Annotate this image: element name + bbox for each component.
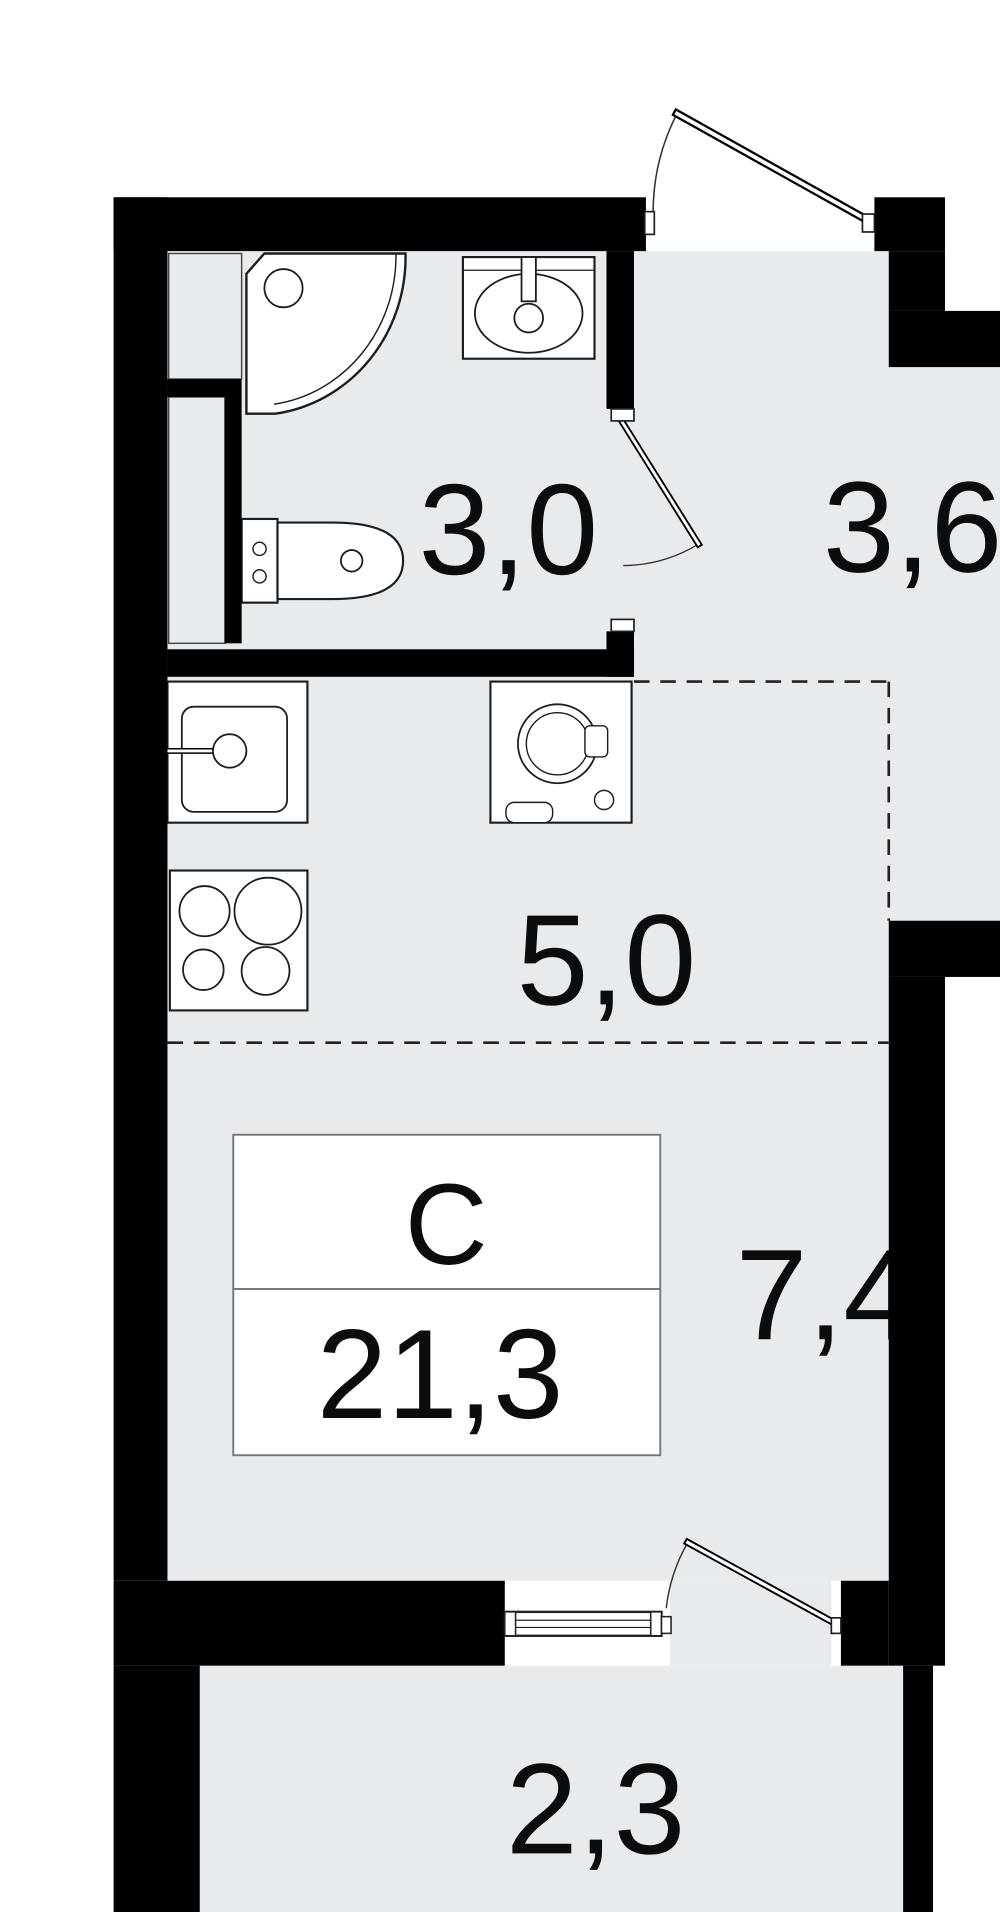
- door-jamb: [861, 213, 876, 233]
- area-label-living-room: 7,4: [736, 1223, 916, 1367]
- flush-button: [340, 549, 364, 573]
- shower-drain: [263, 268, 304, 309]
- wall-shaft-side: [224, 396, 242, 644]
- wall-right-stub: [888, 251, 945, 311]
- openings: [503, 107, 876, 1637]
- entrance-door-arc: [652, 113, 678, 212]
- washing-machine: [489, 680, 633, 824]
- door-jamb: [643, 210, 656, 236]
- bathroom-sink: [461, 256, 596, 360]
- window-jamb: [660, 1615, 672, 1635]
- window-cap: [649, 1611, 663, 1637]
- entrance-door: [643, 107, 876, 236]
- wall-balcony-left-pier: [113, 1580, 505, 1666]
- unit-type-label: С: [405, 1161, 488, 1289]
- area-label-hallway: 3,6: [823, 456, 1000, 600]
- door-jamb: [830, 1617, 842, 1635]
- wall-right-step-lower: [888, 920, 1000, 977]
- kitchen-sink: [145, 680, 309, 824]
- window: [503, 1610, 672, 1637]
- bathroom-door: [610, 408, 704, 633]
- balcony-door-arc: [665, 1542, 689, 1609]
- zone-dashed-lines: [167, 680, 891, 1045]
- shower-tray: [245, 252, 407, 415]
- burner: [233, 876, 303, 946]
- wall-balcony-right-pier: [840, 1580, 889, 1666]
- area-label-balcony: 2,3: [506, 1737, 686, 1881]
- walls: [113, 197, 1000, 1912]
- wall-top: [113, 197, 646, 252]
- wall-right-step-upper: [888, 310, 1000, 368]
- bathroom-door-arc: [623, 543, 699, 567]
- unit-card-box: [232, 1133, 662, 1457]
- wall-entrance-right: [874, 197, 945, 252]
- window-cap: [504, 1611, 517, 1637]
- wall-right-lower: [888, 976, 945, 1666]
- wall-bathroom-bottom: [167, 649, 634, 677]
- door-jamb: [610, 618, 635, 633]
- area-label-bathroom: 3,0: [419, 458, 599, 602]
- door-jamb: [610, 408, 635, 422]
- wall-shaft-separator: [167, 379, 242, 397]
- unit-total-area: 21,3: [317, 1303, 564, 1445]
- area-labels: 3,0 3,6 5,0 7,4 2,3: [419, 456, 1000, 1882]
- balcony-door-threshold: [669, 1580, 832, 1666]
- wall-left-balcony: [113, 1665, 200, 1912]
- stove: [168, 869, 309, 1012]
- toilet: [240, 517, 405, 604]
- toilet-tank: [240, 517, 279, 604]
- balcony-door: [665, 1537, 842, 1635]
- wall-balcony-right: [903, 1665, 934, 1912]
- balcony-floor: [199, 1665, 904, 1912]
- burner: [182, 948, 225, 991]
- fixtures: [145, 252, 633, 1012]
- sink-faucet: [520, 256, 537, 303]
- wall-left: [113, 197, 168, 1581]
- duct-shaft-lower: [167, 396, 226, 645]
- washer-knob: [593, 789, 615, 811]
- burner: [178, 885, 231, 938]
- unit-card: С 21,3: [232, 1133, 662, 1457]
- kitchen-faucet-knob: [212, 733, 248, 769]
- duct-shaft-upper: [167, 252, 243, 380]
- area-label-kitchen: 5,0: [517, 888, 697, 1032]
- washer-detergent-drawer: [584, 725, 609, 758]
- shower-inner-edge: [273, 253, 397, 405]
- washer-panel: [505, 801, 554, 824]
- burner: [240, 946, 291, 996]
- wall-bathroom-right: [606, 251, 634, 409]
